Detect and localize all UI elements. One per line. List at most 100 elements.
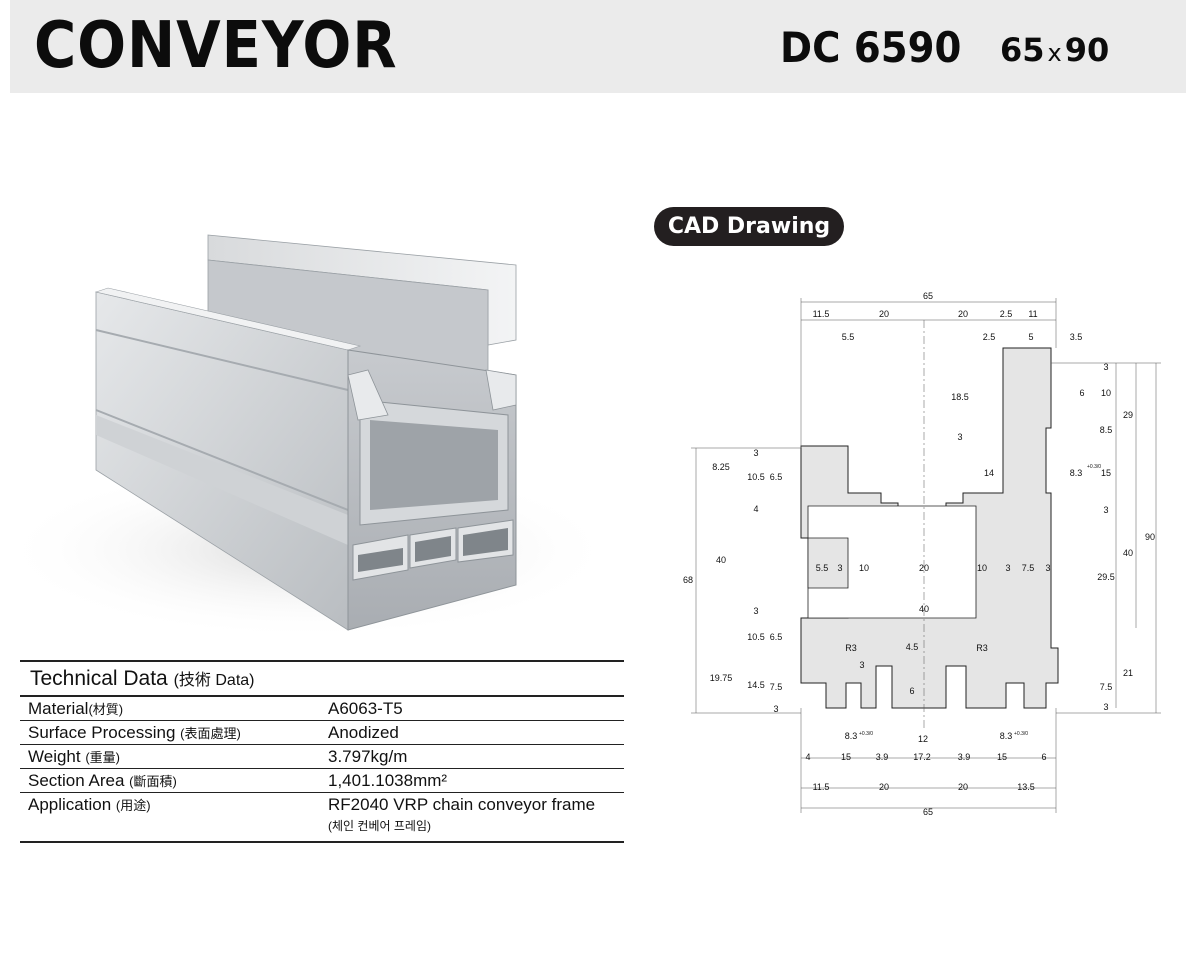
dim-b13-5: 13.5 (1017, 782, 1035, 792)
row-key: Surface Processing (28, 723, 176, 742)
dim-b20b: 20 (958, 782, 968, 792)
table-row-section-area: Section Area (斷面積) 1,401.1038mm² (20, 769, 624, 793)
row-key: Application (28, 795, 112, 814)
dim-b11-5: 11.5 (813, 782, 830, 792)
dim-m3a: 3 (837, 563, 842, 573)
dim-r3c: 3 (1103, 505, 1108, 515)
cad-drawing: 65 11.5 20 20 2.5 11 5.5 2.5 5 3.5 3 6 1… (683, 291, 1161, 817)
dim-68: 68 (683, 575, 693, 585)
row-value: Anodized (328, 723, 399, 742)
dim-b8-3b-tol: +0.3/0 (1014, 731, 1028, 737)
dim-r90: 90 (1145, 532, 1155, 542)
dim-14: 14 (984, 468, 994, 478)
dim-b8-3a: 8.3 (845, 731, 858, 741)
dim-m3b: 3 (1005, 563, 1010, 573)
dim-11-5: 11.5 (813, 309, 830, 319)
dim-l7-5: 7.5 (770, 682, 783, 692)
dim-r21: 21 (1123, 668, 1133, 678)
dim-m3c: 3 (1045, 563, 1050, 573)
dim-19-75: 19.75 (710, 673, 733, 683)
dim-l3c: 3 (773, 704, 778, 714)
dim-l3b: 3 (753, 606, 758, 616)
dim-b17-2: 17.2 (913, 752, 931, 762)
dim-2-5: 2.5 (1000, 309, 1013, 319)
row-value: A6063-T5 (328, 699, 403, 718)
dim-l3: 3 (753, 448, 758, 458)
dim-20a: 20 (879, 309, 889, 319)
dim-b3-9b: 3.9 (958, 752, 971, 762)
dim-20b: 20 (958, 309, 968, 319)
row-value: 1,401.1038mm² (328, 771, 448, 790)
dim-r15: 15 (1101, 468, 1111, 478)
size-times: x (1047, 39, 1062, 67)
dim-r8-5: 8.5 (1100, 425, 1113, 435)
dim-29-5: 29.5 (1097, 572, 1115, 582)
table-row-material: Material(材質) A6063-T5 (20, 697, 624, 721)
dim-l40: 40 (716, 555, 726, 565)
row-key-han: (重量) (85, 750, 121, 765)
table-rule-top (20, 660, 624, 662)
dim-r29: 29 (1123, 410, 1133, 420)
dim-m7-5: 7.5 (1022, 563, 1035, 573)
dim-8-3-tol: +0.3/0 (1087, 464, 1101, 470)
dim-11: 11 (1028, 309, 1037, 319)
dim-18-5: 18.5 (951, 392, 969, 402)
dim-b3-9a: 3.9 (876, 752, 889, 762)
dim-m5-5: 5.5 (816, 563, 829, 573)
table-row-weight: Weight (重量) 3.797kg/m (20, 745, 624, 769)
dim-top-total: 65 (923, 291, 933, 301)
table-row-application: Application (用途) RF2040 VRP chain convey… (20, 793, 624, 841)
dim-m10a: 10 (859, 563, 869, 573)
dim-b8-3a-tol: +0.3/0 (859, 731, 873, 737)
table-title-sub: (技術 Data) (173, 672, 255, 689)
dim-b20a: 20 (879, 782, 889, 792)
dim-b6: 6 (1041, 752, 1046, 762)
dim-2-5b: 2.5 (983, 332, 996, 342)
table-title: Technical Data (30, 667, 168, 690)
dim-r3a: 3 (1103, 362, 1108, 372)
dim-b4: 4 (805, 752, 810, 762)
technical-data-table: Technical Data (技術 Data) Material(材質) A6… (20, 660, 624, 843)
dim-r3d: 3 (1103, 702, 1108, 712)
dim-m4-5: 4.5 (906, 642, 919, 652)
size-width: 65 (1000, 31, 1045, 69)
dim-14-5: 14.5 (747, 680, 765, 690)
dim-l4: 4 (753, 504, 758, 514)
dim-b15b: 15 (997, 752, 1007, 762)
profile-3d-render (8, 234, 618, 640)
dim-m20: 20 (919, 563, 929, 573)
dim-m10b: 10 (977, 563, 987, 573)
row-key-han: (斷面積) (129, 774, 177, 789)
dim-m6: 6 (909, 686, 914, 696)
model-number: DC 6590 (780, 23, 962, 72)
dim-r7-5: 7.5 (1100, 682, 1113, 692)
dim-5-5: 5.5 (842, 332, 855, 342)
row-key-han: (材質) (88, 702, 124, 717)
table-rule-bottom (20, 841, 624, 843)
row-key: Weight (28, 747, 81, 766)
dim-b8-3b: 8.3 (1000, 731, 1013, 741)
dim-r6: 6 (1079, 388, 1084, 398)
row-key: Material (28, 699, 89, 718)
dim-r3-right: R3 (976, 643, 988, 653)
row-key-han: (表面處理) (180, 726, 241, 741)
dim-3b: 3 (957, 432, 962, 442)
dim-8-25: 8.25 (712, 462, 730, 472)
dim-10-5b: 10.5 (747, 632, 765, 642)
dim-5: 5 (1028, 332, 1033, 342)
dim-3-5: 3.5 (1070, 332, 1083, 342)
dim-6-5b: 6.5 (770, 632, 783, 642)
page-title: CONVEYOR (34, 9, 398, 83)
dim-b-total: 65 (923, 807, 933, 817)
row-value: RF2040 VRP chain conveyor frame (328, 795, 596, 814)
dim-b12: 12 (918, 734, 928, 744)
size-height: 90 (1064, 31, 1110, 69)
table-heading: Technical Data (技術 Data) (20, 662, 624, 697)
dim-6-5: 6.5 (770, 472, 783, 482)
dim-8-3: 8.3 (1070, 468, 1083, 478)
dim-r10: 10 (1101, 388, 1111, 398)
row-key: Section Area (28, 771, 125, 790)
header-bar (10, 0, 1186, 93)
row-value: 3.797kg/m (328, 747, 408, 766)
